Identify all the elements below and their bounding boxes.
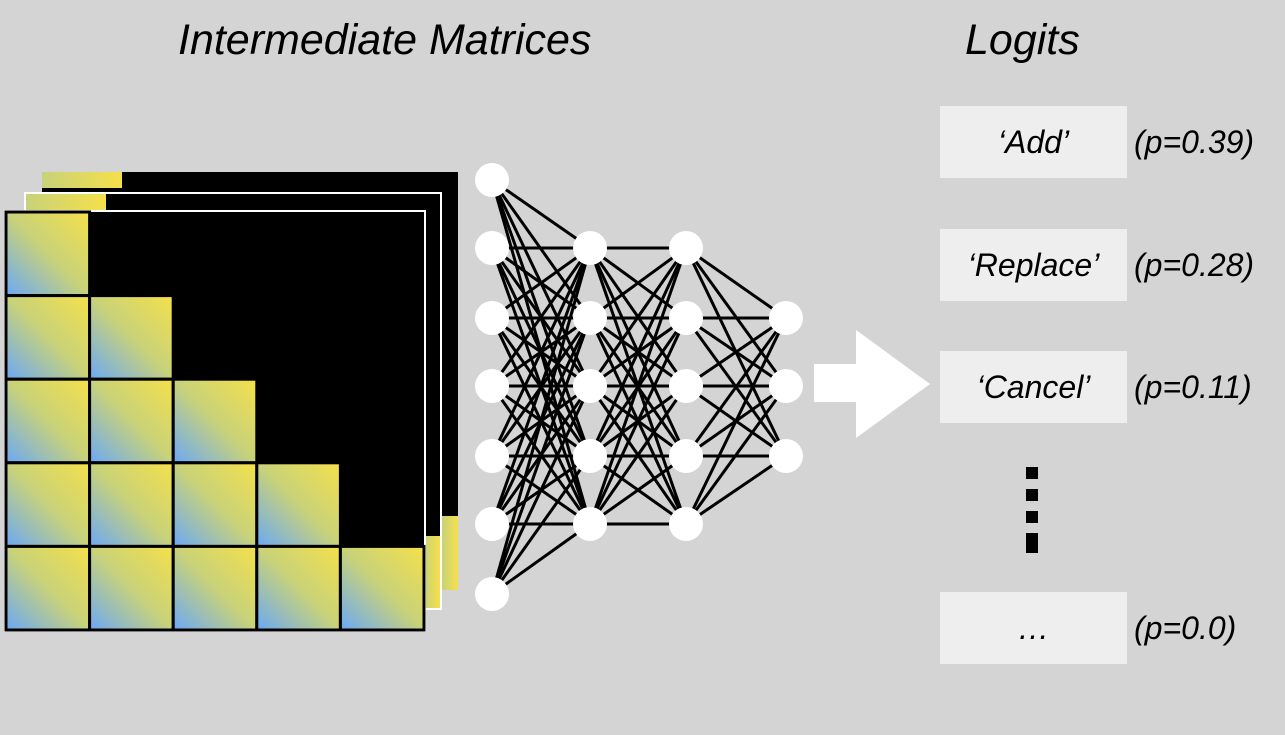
arrow-icon [814,330,930,438]
network-node [475,231,509,265]
matrix-cell [338,544,426,632]
network-node [573,439,607,473]
network-node [475,507,509,541]
logit-prob-cancel: (p=0.11) [1134,368,1252,405]
network-node [475,577,509,611]
network-edge [684,317,788,525]
vertical-ellipsis-icon [1026,467,1038,553]
network-edge [491,522,591,596]
logit-box-add: ‘Add’ [940,106,1127,178]
network-edge [685,454,787,526]
logit-box-replace: ‘Replace’ [940,229,1127,301]
logit-prob-other: (p=0.0) [1134,609,1237,646]
matrix-cell [4,377,92,465]
matrix-cell [255,544,342,632]
matrix-cell [255,461,342,548]
matrix-cell [88,377,175,465]
network-edge [685,246,787,320]
logits-title: Logits [965,16,1080,64]
network-edge [490,385,592,595]
network-node [669,301,703,335]
network-edge [588,247,688,457]
matrix-cell [88,294,175,381]
network-edge [588,385,688,525]
network-node [573,301,607,335]
network-edges [490,178,788,596]
network-node [669,231,703,265]
network-node [475,369,509,403]
network-node [769,369,803,403]
matrix-cell [171,544,259,632]
intermediate-matrices-title: Intermediate Matrices [178,16,592,64]
network-edge [490,455,592,595]
network-edge [491,246,591,320]
network-node [475,301,509,335]
network-edge [684,317,788,457]
network-node [573,369,607,403]
network-edge [588,317,688,525]
matrix-stack [4,172,458,632]
network-node [573,507,607,541]
matrix-cell [4,544,92,632]
network-edge [589,454,687,526]
matrix-cell [4,294,92,381]
network-edge [490,317,592,595]
matrix-front [4,210,426,632]
network-node [475,439,509,473]
matrix-cell [171,461,259,548]
network-nodes [475,163,803,611]
matrix-cell [88,544,175,632]
network-node [669,369,703,403]
network-edge [490,247,592,457]
network-edge [588,247,688,387]
network-node [573,231,607,265]
network-node [669,507,703,541]
logit-prob-add: (p=0.39) [1134,123,1255,160]
network-edge [490,247,592,525]
matrix-cell [88,461,175,548]
network-edge [490,247,592,595]
network-edge [490,247,592,387]
network-edge [491,178,591,250]
network-edge [685,316,787,388]
logit-prob-replace: (p=0.28) [1134,246,1255,283]
logit-box-cancel: ‘Cancel’ [940,351,1127,423]
network-node [475,163,509,197]
logit-box-other: … [940,592,1127,664]
matrix-cell [4,461,92,548]
matrix-cell [171,377,259,465]
network-edge [589,246,687,320]
network-edge [684,385,788,525]
matrix-cell [4,210,92,298]
network-edge [588,247,688,525]
network-node [669,439,703,473]
network-node [769,439,803,473]
network-node [769,301,803,335]
